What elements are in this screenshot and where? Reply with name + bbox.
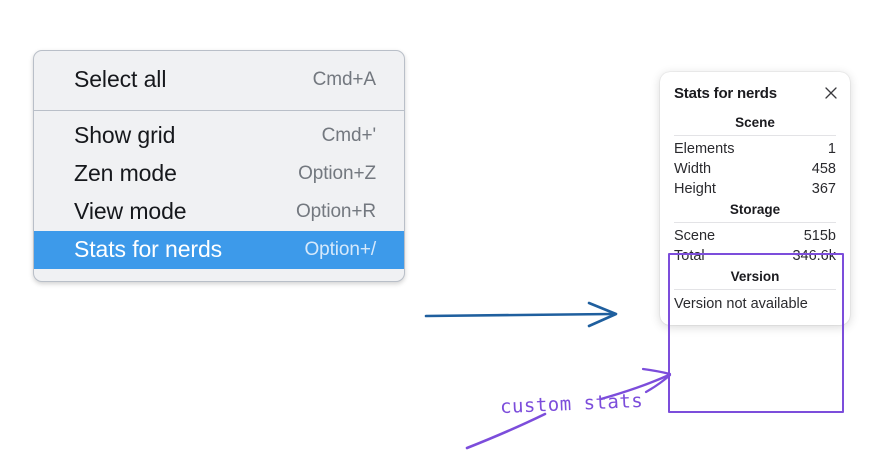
menu-item-select-all[interactable]: Select all Cmd+A (34, 61, 404, 99)
stats-section-version: Version Version not available (668, 266, 842, 313)
stats-for-nerds-panel: Stats for nerds Scene Elements 1 Width 4… (660, 72, 850, 325)
section-divider (674, 135, 836, 136)
stat-value: 1 (827, 141, 836, 157)
stat-key: Scene (674, 228, 716, 244)
menu-item-show-grid[interactable]: Show grid Cmd+' (34, 117, 404, 155)
menu-group-selection: Select all Cmd+A (34, 51, 404, 110)
stats-section-storage: Storage Scene 515b Total 346.6k (668, 199, 842, 266)
stat-value: 367 (811, 181, 836, 197)
menu-group-view: Show grid Cmd+' Zen mode Option+Z View m… (34, 111, 404, 281)
version-value: Version not available (674, 296, 808, 312)
menu-separator (34, 110, 404, 111)
stat-value: 515b (803, 228, 836, 244)
menu-item-label: Select all (74, 66, 167, 92)
stat-key: Total (674, 248, 705, 264)
callout-underline-icon (465, 412, 547, 450)
callout-label-custom-stats: custom stats (499, 389, 644, 419)
menu-item-label: Stats for nerds (74, 236, 223, 262)
stats-section-scene: Scene Elements 1 Width 458 Height 367 (668, 112, 842, 199)
stat-key: Height (674, 181, 716, 197)
section-divider (674, 289, 836, 290)
menu-item-view-mode[interactable]: View mode Option+R (34, 193, 404, 231)
stat-key: Elements (674, 141, 735, 157)
menu-item-shortcut: Option+/ (304, 238, 376, 260)
menu-item-label: Zen mode (74, 160, 177, 186)
menu-item-shortcut: Option+R (296, 200, 376, 222)
stats-panel-title: Stats for nerds (674, 84, 777, 102)
menu-item-shortcut: Option+Z (298, 162, 376, 184)
flow-arrow-icon (424, 301, 618, 328)
menu-item-label: Show grid (74, 122, 176, 148)
section-heading: Storage (729, 202, 781, 217)
close-icon[interactable] (822, 84, 840, 102)
stat-value: 458 (811, 161, 836, 177)
section-divider (674, 222, 836, 223)
view-context-menu[interactable]: Select all Cmd+A Show grid Cmd+' Zen mod… (33, 50, 405, 282)
section-heading: Version (730, 269, 780, 284)
menu-item-zen-mode[interactable]: Zen mode Option+Z (34, 155, 404, 193)
stat-row-width: Width 458 (668, 159, 842, 179)
section-heading: Scene (735, 115, 775, 130)
stat-row-total-size: Total 346.6k (668, 246, 842, 266)
stats-panel-titlebar: Stats for nerds (668, 84, 842, 102)
menu-item-label: View mode (74, 198, 187, 224)
menu-item-shortcut: Cmd+A (312, 68, 376, 90)
stat-value: 346.6k (792, 248, 836, 264)
stat-row-height: Height 367 (668, 179, 842, 199)
stat-row-scene-size: Scene 515b (668, 226, 842, 246)
menu-item-shortcut: Cmd+' (321, 124, 376, 146)
stat-key: Width (674, 161, 712, 177)
stat-row-elements: Elements 1 (668, 139, 842, 159)
menu-item-stats-for-nerds[interactable]: Stats for nerds Option+/ (34, 231, 404, 269)
